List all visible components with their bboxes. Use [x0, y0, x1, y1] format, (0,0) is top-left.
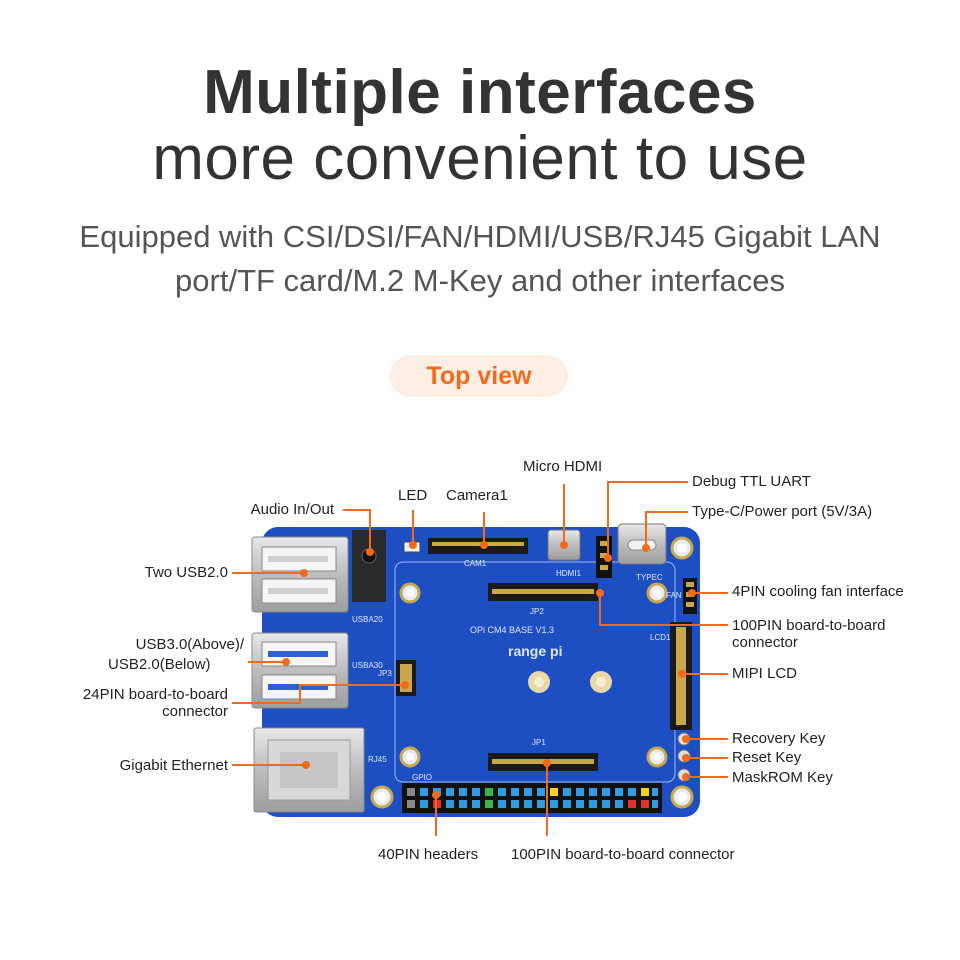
label-gigabit: Gigabit Ethernet — [119, 757, 228, 774]
label-100pin-right-line1: 100PIN board-to-board — [732, 617, 886, 634]
label-24pin-line1: 24PIN board-to-board — [82, 686, 228, 703]
jp2-connector — [488, 583, 598, 601]
headline-line-2: more convenient to use — [152, 124, 808, 193]
label-two-usb2: Two USB2.0 — [144, 564, 228, 581]
silk-jp3: JP3 — [378, 669, 392, 678]
silk-lcd: LCD1 — [650, 633, 671, 642]
silk-usb20: USBA20 — [352, 615, 383, 624]
headline-line-1: Multiple interfaces — [203, 58, 757, 127]
jp1-connector — [488, 753, 598, 771]
silk-usb30: USBA30 — [352, 661, 383, 670]
label-type-c: Type-C/Power port (5V/3A) — [692, 503, 873, 520]
silk-cam1: CAM1 — [464, 559, 487, 568]
silk-fan: FAN — [666, 591, 682, 600]
silk-brand: range pi — [508, 643, 562, 659]
leader-dots — [282, 541, 696, 799]
jp3-connector — [396, 660, 416, 696]
silk-typec: TYPEC — [636, 573, 663, 582]
usb2-stack — [251, 536, 349, 613]
label-100pin-bottom: 100PIN board-to-board connector — [511, 846, 735, 863]
label-maskrom: MaskROM Key — [732, 769, 833, 786]
silk-model: OPi CM4 BASE V1.3 — [470, 625, 554, 635]
label-audio: Audio In/Out — [250, 501, 334, 518]
label-reset: Reset Key — [732, 749, 802, 766]
subtitle-line-1: Equipped with CSI/DSI/FAN/HDMI/USB/RJ45 … — [79, 219, 881, 254]
silk-rj45: RJ45 — [368, 755, 387, 764]
label-usb3-line2: USB2.0(Below) — [108, 656, 211, 673]
label-recovery: Recovery Key — [732, 730, 826, 747]
label-mipi-lcd: MIPI LCD — [732, 665, 798, 682]
top-view-badge: Top view — [390, 355, 568, 397]
label-debug-ttl: Debug TTL UART — [692, 473, 811, 490]
camera-fpc — [428, 538, 528, 554]
gpio-header — [402, 783, 662, 813]
label-40pin: 40PIN headers — [378, 846, 479, 863]
mounting-holes — [370, 536, 694, 809]
leader-lines — [232, 481, 728, 836]
label-100pin-right-line2: connector — [732, 634, 798, 651]
label-led: LED — [398, 487, 428, 504]
subtitle-line-2: port/TF card/M.2 M-Key and other interfa… — [175, 263, 785, 298]
label-fan: 4PIN cooling fan interface — [732, 583, 904, 600]
silk-hdmi1: HDMI1 — [556, 569, 581, 578]
label-micro-hdmi: Micro HDMI — [523, 458, 603, 475]
label-24pin-line2: connector — [162, 703, 228, 720]
label-camera: Camera1 — [446, 487, 508, 504]
label-usb3-line1: USB3.0(Above)/ — [135, 636, 244, 653]
rj45-jack — [253, 727, 365, 813]
silk-jp1: JP1 — [532, 738, 546, 747]
silk-jp2: JP2 — [530, 607, 544, 616]
silk-gpio: GPIO — [412, 773, 432, 782]
